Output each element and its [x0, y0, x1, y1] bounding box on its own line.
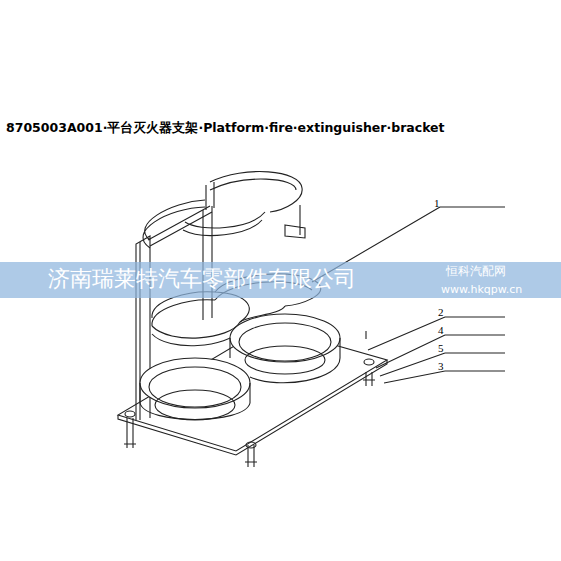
callout-number: 5 — [438, 343, 444, 354]
callout-number: 3 — [438, 361, 444, 372]
watermark-url: www.hkqpw.cn — [441, 284, 522, 295]
watermark-text: 济南瑞莱特汽车零部件有限公司 — [48, 268, 356, 290]
watermark-band — [0, 262, 561, 298]
callout-number: 2 — [438, 307, 444, 318]
callout-number: 4 — [438, 325, 444, 336]
callout-number: 1 — [434, 198, 440, 209]
watermark-text: 恒科汽配网 — [446, 265, 506, 277]
drawing-title: 8705003A001·平台灭火器支架·Platform·fire·exting… — [6, 122, 445, 135]
